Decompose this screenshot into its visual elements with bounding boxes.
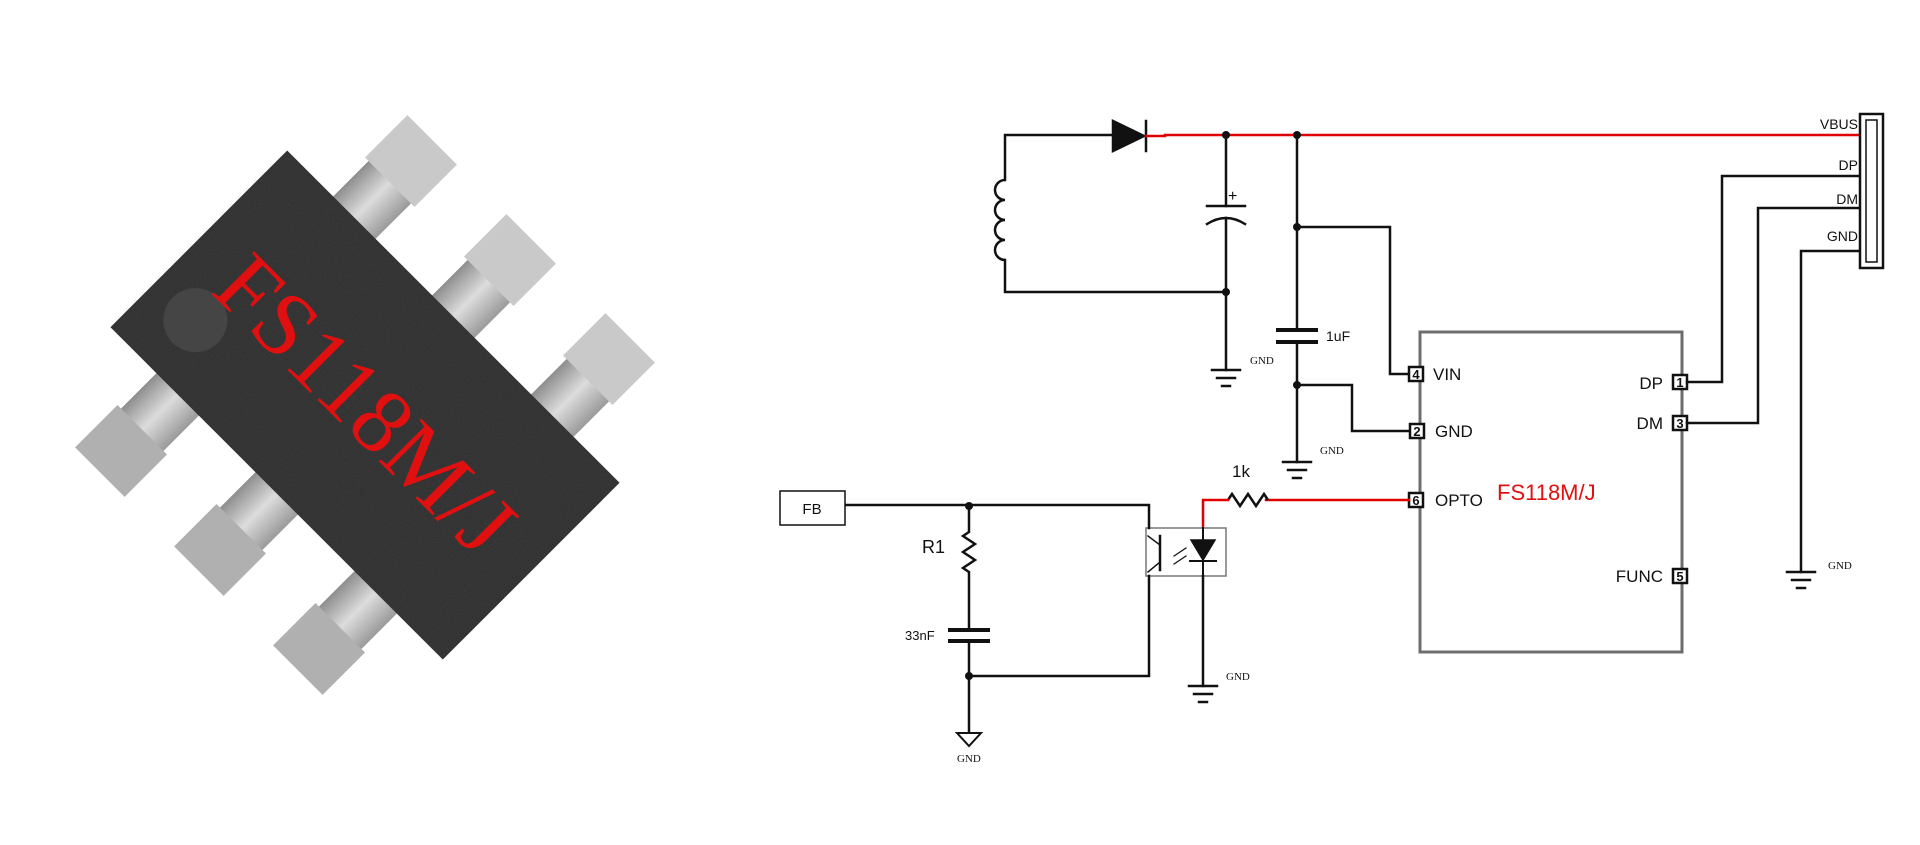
pin-label-func: FUNC [1616,567,1663,586]
label-plus: + [1228,188,1237,205]
gnd-label: GND [1828,560,1852,572]
usb-label-gnd: GND [1827,228,1858,244]
fb-port [779,490,846,526]
gnd-label: GND [1226,671,1250,683]
gnd-label: GND [1320,445,1344,457]
dp-wire [1685,174,1862,384]
label-1k: 1k [1232,462,1250,481]
gnd-symbol [1187,684,1219,704]
pin-label-dm: DM [1637,414,1663,433]
ic-pin-2 [1408,422,1426,440]
pin-label-opto: OPTO [1435,491,1483,510]
gnd-wire [1295,383,1412,433]
dm-wire [1685,206,1862,425]
chip-package-image: FS118M/J [75,115,655,695]
label-r1: R1 [922,537,945,557]
pin-number: 5 [1676,569,1683,584]
capacitor-33nf [948,628,990,735]
pin-number: 6 [1412,493,1419,508]
resistor-1k [1226,491,1270,509]
fb-wire [843,503,1151,530]
decoupling-capacitor [1276,133,1318,464]
transformer-winding [993,133,1228,294]
label-fb: FB [802,501,821,518]
resistor-r1 [960,506,978,630]
electrolytic-capacitor [1205,133,1247,372]
application-schematic [779,112,1885,748]
usb-label-vbus: VBUS [1820,116,1858,132]
usb-connector [1858,112,1885,270]
pin-number: 3 [1676,416,1683,431]
pin-label-vin: VIN [1433,365,1461,384]
pin1-marker-dot [163,288,228,353]
pin-number: 4 [1412,367,1420,382]
ic-name: FS118M/J [1497,480,1596,505]
pin-label-dp: DP [1639,374,1663,393]
label-1uf: 1uF [1326,328,1350,344]
pin-label-gnd: GND [1435,422,1473,441]
ic-pin-5 [1671,567,1689,585]
schematic-labels: 4 2 6 1 3 5 VIN GND OPTO DP DM FUNC FS11… [802,116,1858,765]
usb-gnd-wire [1799,249,1862,574]
pin-number: 2 [1413,424,1420,439]
pin-number: 1 [1676,375,1683,390]
usb-label-dm: DM [1836,191,1858,207]
gnd-symbol [1210,368,1242,388]
usb-label-dp: DP [1839,157,1858,173]
vin-wire [1295,225,1411,376]
gnd-symbol [1785,570,1817,590]
gnd-label: GND [1250,355,1274,367]
ic-body [1418,330,1684,654]
label-33nf: 33nF [905,628,935,643]
ic-pin-4 [1407,365,1425,383]
optocoupler [1145,527,1227,577]
rectifier-diode [1111,119,1167,153]
gnd-symbol [1281,460,1313,480]
gnd-label: GND [957,753,981,765]
gnd-triangle-symbol [954,732,984,748]
